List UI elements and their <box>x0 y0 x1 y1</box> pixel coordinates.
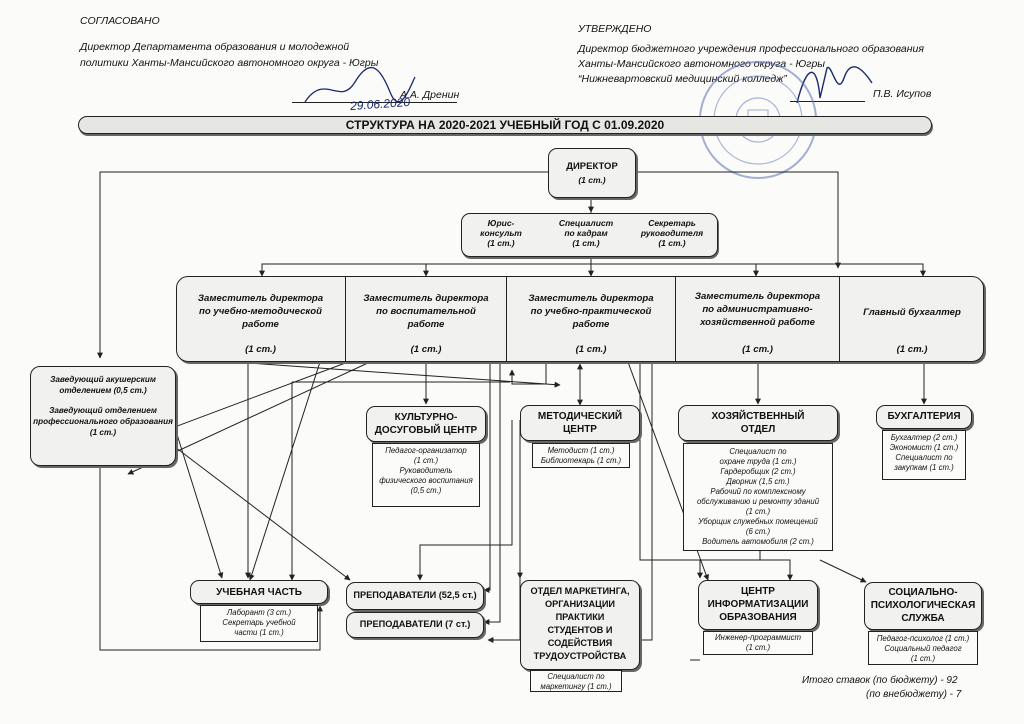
deputy-practice-rate: (1 ст.) <box>575 344 607 355</box>
chief-accountant[interactable]: Главный бухгалтер <box>863 307 961 318</box>
deputy-upbringing-rate: (1 ст.) <box>410 344 442 355</box>
page-title: СТРУКТУРА НА 2020-2021 УЧЕБНЫЙ ГОД С 01.… <box>345 118 665 132</box>
deputies-divider-2 <box>506 277 507 361</box>
approval-left-label: СОГЛАСОВАНО <box>80 15 160 27</box>
advisor-hr: Специалист по кадрам (1 ст.) <box>558 218 614 248</box>
it-center-staff-text: Инженер-программист(1 ст.) <box>714 633 802 652</box>
approval-right-line2: Ханты-Мансийского автономного округа - Ю… <box>578 58 826 70</box>
signature-left-icon <box>304 67 416 103</box>
maintenance-dept-box[interactable] <box>678 405 838 441</box>
advisor-secretary: Секретарь руководителя (1 ст.) <box>640 218 704 248</box>
marketing-dept-box[interactable] <box>520 580 640 670</box>
totals-extrabudget: (по внебюджету) - 7 <box>866 689 962 700</box>
kdc-staff <box>372 443 480 507</box>
method-center-staff <box>532 443 630 468</box>
method-center-box[interactable] <box>520 405 640 441</box>
director-box[interactable] <box>548 148 636 198</box>
approval-right-name: П.В. Исупов <box>873 88 932 100</box>
approval-left-line2: политики Ханты-Мансийского автономного о… <box>80 57 379 69</box>
heads-box[interactable] <box>30 366 176 466</box>
director-rate: (1 ст.) <box>578 175 606 185</box>
kdc-box[interactable] <box>366 406 486 442</box>
teachers-budget-title: ПРЕПОДАВАТЕЛИ (52,5 ст.) <box>353 590 477 600</box>
approval-left-name: А.А. Дренин <box>400 89 460 101</box>
deputy-admin-rate: (1 ст.) <box>742 344 773 355</box>
advisor-lawyer: Юрис- консульт (1 ст.) <box>480 218 522 248</box>
accounting-staff <box>882 430 966 480</box>
teachers-budget-box[interactable] <box>346 582 484 610</box>
director-title: ДИРЕКТОР <box>566 161 618 172</box>
accounting-box[interactable] <box>876 405 972 429</box>
chief-accountant-rate: (1 ст.) <box>896 344 928 355</box>
approval-right-label: УТВЕРЖДЕНО <box>578 23 652 35</box>
it-center-box[interactable] <box>698 580 818 630</box>
advisors-box[interactable] <box>461 213 718 257</box>
kdc-title: КУЛЬТУРНО-ДОСУГОВЫЙ ЦЕНТР <box>374 412 478 436</box>
social-service-box[interactable] <box>864 582 982 630</box>
deputies-divider-4 <box>839 277 840 361</box>
teachers-extra-box[interactable] <box>346 612 484 638</box>
accounting-title: БУХГАЛТЕРИЯ <box>887 411 961 422</box>
title-banner <box>78 116 932 134</box>
deputy-education-rate: (1 ст.) <box>245 344 276 355</box>
social-service-staff <box>868 631 978 665</box>
approval-left-line1: Директор Департамента образования и моло… <box>80 41 350 53</box>
teachers-extra-title: ПРЕПОДАВАТЕЛИ (7 ст.) <box>359 619 471 629</box>
marketing-dept-staff <box>530 670 622 692</box>
social-service-staff-text: Педагог-психолог (1 ст.)Социальный педаг… <box>876 634 970 663</box>
study-office-staff <box>200 605 318 642</box>
it-center-staff <box>703 631 813 655</box>
signature-line-left <box>292 102 457 103</box>
study-office-box[interactable] <box>190 580 328 604</box>
accounting-staff-text: Бухгалтер (2 ст.)Экономист (1 ст.)Специа… <box>889 433 959 472</box>
deputies-divider-1 <box>345 277 346 361</box>
signature-line-right <box>790 101 865 102</box>
deputies-divider-3 <box>675 277 676 361</box>
deputies-row <box>176 276 984 362</box>
approval-right-line1: Директор бюджетного учреждения профессио… <box>578 43 924 55</box>
signature-right-icon <box>796 66 873 104</box>
maintenance-dept-staff <box>683 443 833 551</box>
totals-budget: Итого ставок (по бюджету) - 92 <box>802 675 958 686</box>
study-office-title: УЧЕБНАЯ ЧАСТЬ <box>216 587 302 598</box>
approval-right-line3: “Нижневартовский медицинский колледж” <box>578 73 787 85</box>
method-center-staff-text: Методист (1 ст.)Библиотекарь (1 ст.) <box>540 446 622 465</box>
